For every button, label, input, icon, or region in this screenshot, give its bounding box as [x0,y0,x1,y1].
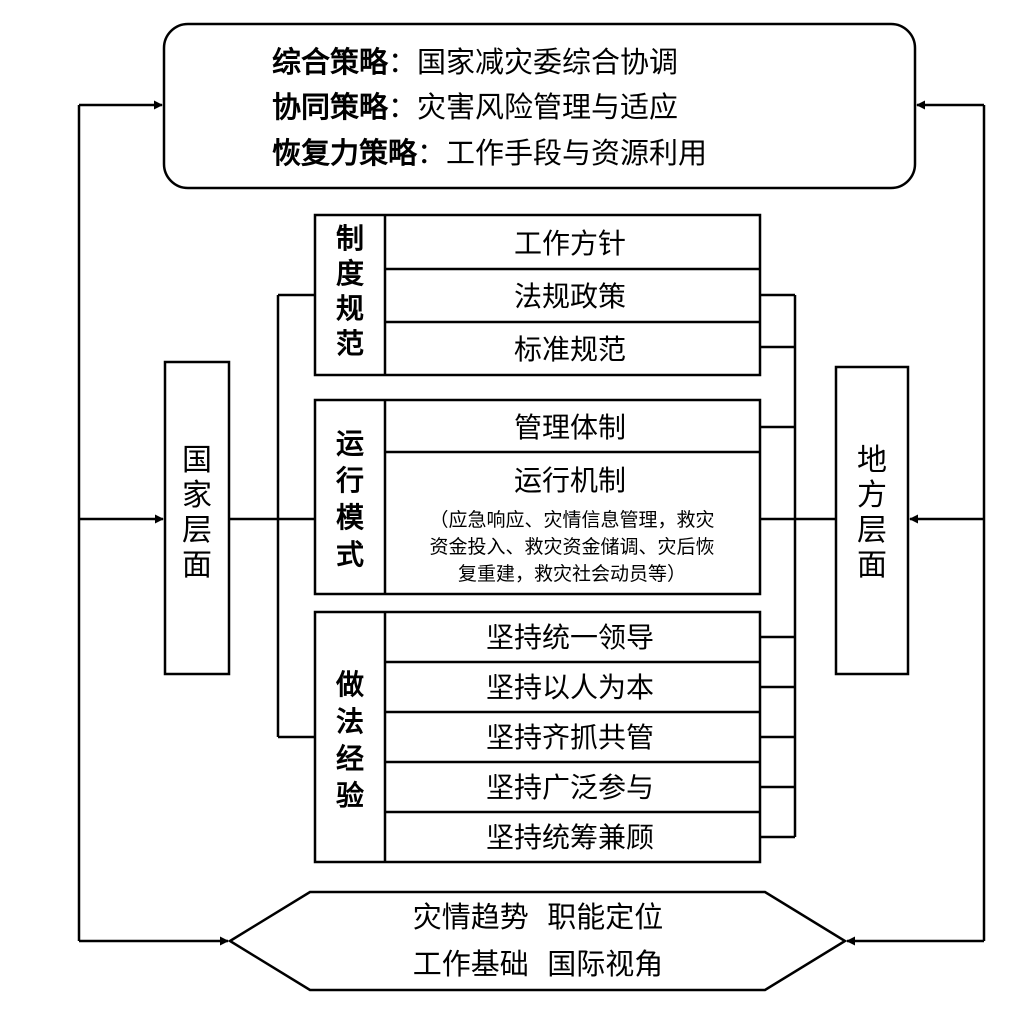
local-level-char-3: 层 [857,513,887,548]
mechanism-detail: （应急响应、灾情信息管理，救灾 资金投入、救灾资金储调、灾后恢 复重建，救灾社会… [429,509,714,585]
group-operation-char-3: 模 [336,501,365,534]
group-system-char-2: 度 [336,257,364,290]
national-level-char-4: 面 [182,548,212,583]
group-operation-label: 运 行 模 式 [335,427,365,571]
group-system-char-4: 范 [336,327,364,360]
right-feedback-loop [846,100,986,946]
foundation-line-2: 工作基础 国际视角 [413,947,663,981]
group-system-label: 制 度 规 范 [336,222,364,360]
mechanism-detail-line-1: （应急响应、灾情信息管理，救灾 [429,509,714,531]
local-level-char-2: 方 [857,478,887,513]
national-level-char-1: 国 [182,443,212,478]
strategy-line-1: 综合策略：国家减灾委综合协调 [272,45,678,79]
group-practice-label: 做 法 经 验 [335,668,364,812]
strategy-2-text: 灾害风险管理与适应 [417,90,678,124]
strategy-3-label: 恢复力策略 [272,136,418,170]
strategy-1-text: 国家减灾委综合协调 [417,45,678,79]
mechanism-detail-line-2: 资金投入、救灾资金储调、灾后恢 [429,536,714,558]
item-unified-leadership: 坚持统一领导 [486,621,654,654]
strategy-3-sep: ： [417,136,446,170]
group-practice-char-3: 经 [336,742,364,775]
group-system-char-3: 规 [336,292,364,325]
left-bracket [229,293,315,739]
group-operation: 运 行 模 式 管理体制 运行机制 （应急响应、灾情信息管理，救灾 资金投入、救… [313,398,762,596]
strategy-1-label: 综合策略 [272,45,389,79]
item-overall-planning: 坚持统筹兼顾 [486,821,654,854]
item-joint-management: 坚持齐抓共管 [486,721,654,754]
national-level-label: 国 家 层 面 [182,443,212,583]
item-people-oriented: 坚持以人为本 [486,671,654,704]
foundation-hexagon [227,890,848,992]
item-operation-mechanism: 运行机制 [514,464,626,497]
group-practice-box [313,610,762,864]
strategy-2-label: 协同策略 [272,90,389,124]
mechanism-detail-line-3: 复重建，救灾社会动员等） [458,563,686,585]
group-system-char-1: 制 [336,222,364,255]
local-level-label: 地 方 层 面 [857,443,887,583]
group-practice-char-1: 做 [335,668,364,701]
group-operation-box [313,398,762,596]
local-level-char-1: 地 [857,443,887,478]
national-level-char-3: 层 [182,513,212,548]
group-practice-char-4: 验 [336,779,364,812]
group-practice: 做 法 经 验 坚持统一领导 坚持以人为本 坚持齐抓共管 坚持广泛参与 坚持统筹… [313,610,762,864]
group-system-box [313,213,762,377]
group-operation-char-1: 运 [336,427,364,460]
strategy-2-sep: ： [388,90,417,124]
strategy-box [162,22,917,190]
group-operation-char-2: 行 [335,464,364,497]
item-management-system: 管理体制 [514,411,626,444]
local-level-box [834,365,910,676]
group-system: 制 度 规 范 工作方针 法规政策 标准规范 [313,213,762,377]
group-practice-char-2: 法 [336,705,364,738]
item-laws-policies: 法规政策 [514,280,626,313]
national-level-box [163,360,231,676]
national-level-char-2: 家 [182,478,212,513]
group-operation-char-4: 式 [336,538,364,571]
strategy-line-3: 恢复力策略：工作手段与资源利用 [272,136,707,170]
item-work-policy: 工作方针 [514,227,626,260]
strategy-line-2: 协同策略：灾害风险管理与适应 [272,90,678,124]
strategy-3-text: 工作手段与资源利用 [446,136,707,170]
strategy-1-sep: ： [388,45,417,79]
right-bracket [760,293,836,839]
local-level-char-4: 面 [857,548,887,583]
item-broad-participation: 坚持广泛参与 [486,771,654,804]
left-feedback-loop [77,100,229,946]
item-standards: 标准规范 [514,333,626,366]
foundation-line-1: 灾情趋势 职能定位 [413,900,663,934]
